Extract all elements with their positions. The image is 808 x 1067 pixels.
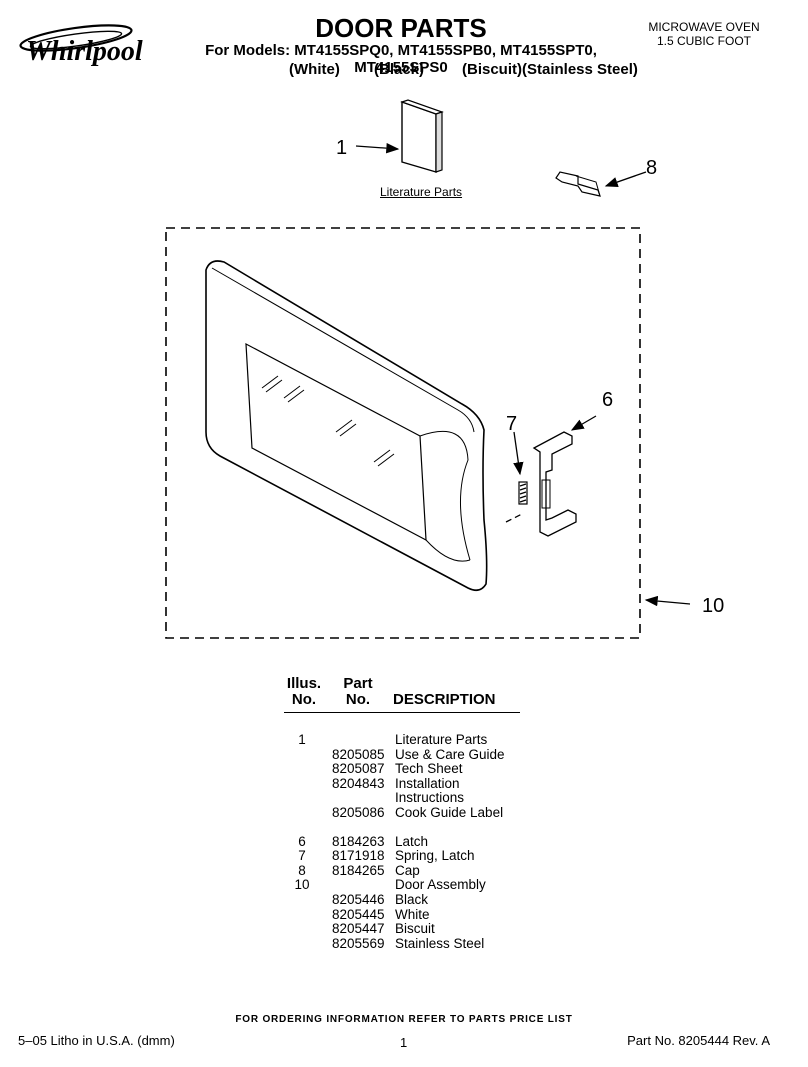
part-number-cell: 8205085 xyxy=(332,746,385,762)
header-part-line1: Part xyxy=(343,675,373,692)
description-cell: Literature Parts xyxy=(395,732,488,747)
parts-table: Illus. No. Part No. DESCRIPTION 1 Literat… xyxy=(284,676,544,951)
header-description: DESCRIPTION xyxy=(393,691,496,708)
description-cell: Cap xyxy=(395,862,420,878)
callout-1: 1 xyxy=(336,137,347,159)
callout-10: 10 xyxy=(702,595,724,617)
illus-cell: 7 xyxy=(298,848,306,864)
door-assembly-outline xyxy=(165,227,641,639)
cap-part xyxy=(555,171,601,197)
description-cell: Biscuit xyxy=(395,921,435,937)
document-part-number: Part No. 8205444 Rev. A xyxy=(627,1033,770,1048)
description-cell: Black xyxy=(395,891,429,907)
description-cell: Door Assembly xyxy=(395,877,486,893)
table-row: 7 8171918 Spring, Latch xyxy=(284,849,544,864)
page-title: DOOR PARTS xyxy=(315,13,487,43)
callout-8: 8 xyxy=(646,157,657,179)
header-illus-line2: No. xyxy=(291,691,317,708)
part-number-cell: 8205086 xyxy=(332,804,385,820)
table-row: 8204843 Installation xyxy=(284,775,544,792)
table-row: 8205087 Tech Sheet xyxy=(284,762,544,777)
part-number-cell: 8205445 xyxy=(332,906,385,922)
callout-7: 7 xyxy=(506,413,517,435)
table-row: 8 8184265 Cap xyxy=(284,862,544,879)
illus-cell: 1 xyxy=(298,732,306,747)
part-number-cell: 8205569 xyxy=(332,935,385,951)
table-row: 1 Literature Parts xyxy=(284,732,544,748)
header-part-line2: No. xyxy=(345,691,371,708)
table-header: Illus. No. Part No. DESCRIPTION xyxy=(284,676,544,712)
finish-stainless: (Stainless Steel) xyxy=(522,61,638,78)
header-rule xyxy=(284,712,520,713)
description-cell: Spring, Latch xyxy=(395,848,475,864)
model-list: For Models: MT4155SPQ0, MT4155SPB0, MT41… xyxy=(205,42,597,76)
spring-part xyxy=(518,481,528,505)
latch-part xyxy=(532,431,577,537)
description-cell: Use & Care Guide xyxy=(395,746,505,762)
finish-white: (White) xyxy=(289,61,340,78)
table-row: 8205445 White xyxy=(284,906,544,923)
table-row: 8205447 Biscuit xyxy=(284,922,544,937)
description-cell: Stainless Steel xyxy=(395,935,485,951)
illus-cell: 8 xyxy=(298,862,306,878)
parts-diagram: 1 8 6 7 10 xyxy=(165,99,724,639)
table-row: 8205446 Black xyxy=(284,891,544,908)
finish-biscuit: (Biscuit) xyxy=(462,61,522,78)
literature-parts-label: Literature Parts xyxy=(380,185,463,199)
product-line-2: 1.5 CUBIC FOOT xyxy=(656,34,751,48)
print-info: 5–05 Litho in U.S.A. (dmm) xyxy=(18,1033,175,1048)
literature-booklet xyxy=(400,99,444,173)
finish-black: (Black) xyxy=(374,61,425,78)
callout-6: 6 xyxy=(602,389,613,411)
description-cell: Installation xyxy=(395,775,460,791)
part-number-cell: 8205447 xyxy=(332,921,385,937)
description-cell: Cook Guide Label xyxy=(395,804,504,820)
part-number-cell: 8184263 xyxy=(332,833,385,849)
part-number-cell: 8204843 xyxy=(332,775,385,791)
header-illus: Illus. No. xyxy=(284,676,324,708)
header-part: Part No. xyxy=(332,676,384,708)
whirlpool-logo: Whirlpool xyxy=(19,24,143,67)
description-cell: Tech Sheet xyxy=(395,761,463,777)
part-number-cell: 8171918 xyxy=(332,848,385,864)
table-row: 6 8184263 Latch xyxy=(284,833,544,850)
header-illus-line1: Illus. xyxy=(286,675,322,692)
illus-cell: 10 xyxy=(294,877,310,893)
table-rows: 1 Literature Parts 8205085 Use & Care Guide… xyxy=(284,732,544,952)
table-row: 8205569 Stainless Steel xyxy=(284,935,544,952)
illus-cell: 6 xyxy=(298,833,306,849)
description-cell: White xyxy=(395,906,430,922)
table-row: 10 Door Assembly xyxy=(284,878,544,893)
product-line-1: MICROWAVE OVEN xyxy=(648,20,760,34)
page-number: 1 xyxy=(400,1035,408,1050)
table-row: 8205086 Cook Guide Label xyxy=(284,804,544,821)
part-number-cell: 8205087 xyxy=(332,761,385,777)
part-number-cell: 8184265 xyxy=(332,862,385,878)
description-cell: Latch xyxy=(395,833,429,849)
table-row: Instructions xyxy=(284,791,544,806)
part-number-cell: 8205446 xyxy=(332,891,385,907)
door-panel xyxy=(205,260,488,592)
description-cell: Instructions xyxy=(395,790,465,806)
ordering-note: FOR ORDERING INFORMATION REFER TO PARTS … xyxy=(235,1014,573,1025)
table-row: 8205085 Use & Care Guide xyxy=(284,746,544,763)
brand-logo-text: Whirlpool xyxy=(26,36,143,67)
row-gap xyxy=(284,821,544,835)
product-type: MICROWAVE OVEN 1.5 CUBIC FOOT xyxy=(620,20,788,48)
